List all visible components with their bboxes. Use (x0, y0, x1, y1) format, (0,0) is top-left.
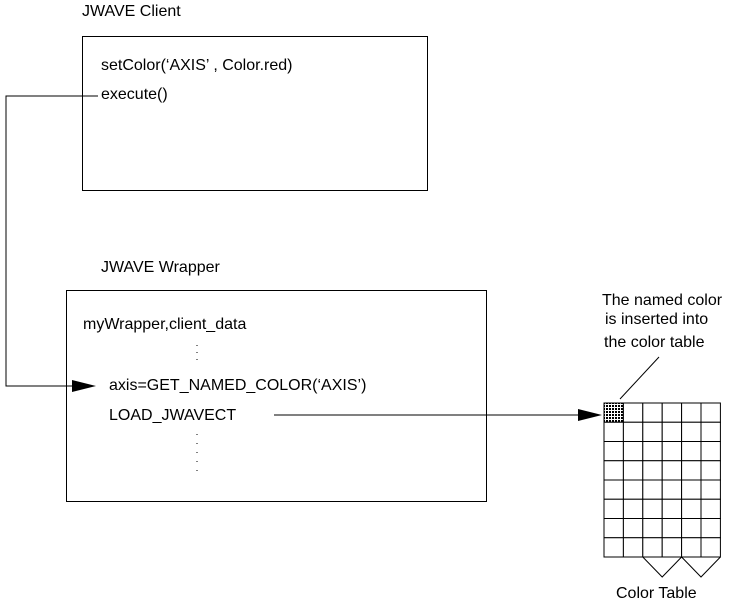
annotation-line: The named color (602, 292, 723, 309)
annotation-line: is inserted into (605, 311, 709, 328)
color-table-grid (603, 402, 721, 578)
color-table-cell (700, 537, 721, 558)
wrapper-code-line: axis=GET_NAMED_COLOR(‘AXIS’) (109, 377, 367, 394)
annotation-line: the color table (604, 334, 705, 351)
color-table-cell (661, 402, 683, 423)
color-table-cell (700, 518, 721, 539)
color-table-cell (661, 498, 683, 519)
color-table-cell (622, 460, 644, 481)
color-table-cell (661, 479, 683, 500)
color-table-cell-highlighted (603, 402, 624, 423)
color-table-cell (700, 421, 721, 442)
client-code-line: execute() (101, 86, 168, 103)
color-table-cell (622, 518, 644, 539)
color-table-cell (661, 537, 683, 558)
color-table-cell (681, 518, 702, 539)
color-table-cell (622, 479, 644, 500)
color-table-cell (603, 441, 624, 462)
color-table-cell (622, 498, 644, 519)
color-table-cell (681, 402, 702, 423)
color-table-cell (642, 498, 663, 519)
color-table-cell (681, 537, 702, 558)
continuation-chevron (681, 556, 721, 578)
color-table-cell (603, 421, 624, 442)
color-table-cell (603, 479, 624, 500)
color-table-cell (681, 421, 702, 442)
continuation-chevron (642, 556, 682, 578)
arrowhead-icon (72, 380, 96, 392)
color-table-cell (700, 498, 721, 519)
color-table-cell (661, 421, 683, 442)
client-title: JWAVE Client (82, 3, 181, 20)
color-table-cell (642, 441, 663, 462)
color-table-cell (661, 460, 683, 481)
color-table-cell (642, 402, 663, 423)
arrowhead-icon (578, 409, 602, 421)
color-table-cell (622, 537, 644, 558)
color-table-cell (622, 421, 644, 442)
color-table-cell (661, 441, 683, 462)
client-code-line: setColor(‘AXIS’ , Color.red) (101, 57, 293, 74)
color-table-cell (603, 518, 624, 539)
color-table-cell (700, 402, 721, 423)
color-table-cell (700, 479, 721, 500)
wrapper-title: JWAVE Wrapper (101, 259, 220, 276)
color-table-cell (603, 460, 624, 481)
color-table-cell (681, 460, 702, 481)
color-table-cell (642, 460, 663, 481)
color-table-cell (622, 441, 644, 462)
color-table-cell (681, 441, 702, 462)
color-table-cell (642, 421, 663, 442)
color-table-label: Color Table (616, 585, 697, 602)
color-table-cell (700, 460, 721, 481)
wrapper-code-line: LOAD_JWAVECT (109, 407, 237, 424)
color-table-cell (603, 498, 624, 519)
client-box (82, 36, 428, 191)
color-table-cell (681, 498, 702, 519)
color-table-cell (642, 479, 663, 500)
color-table-cell (603, 537, 624, 558)
wrapper-box (66, 290, 487, 502)
annotation-leader-line (619, 356, 660, 400)
color-table-cell (661, 518, 683, 539)
color-table-cell (681, 479, 702, 500)
execute-connector-line (5, 95, 98, 387)
color-table-cell (622, 402, 644, 423)
color-table-cell (700, 441, 721, 462)
color-table-cell (642, 518, 663, 539)
color-table-cell (642, 537, 663, 558)
wrapper-code-line: myWrapper,client_data (83, 316, 247, 333)
